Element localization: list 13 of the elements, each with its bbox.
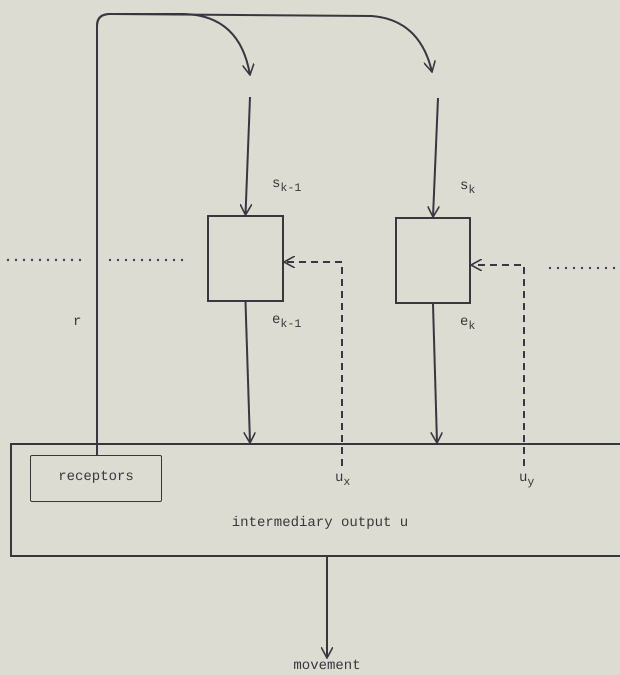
dashed-arrow	[283, 255, 343, 466]
arrow	[242, 302, 256, 444]
arrow	[320, 557, 334, 659]
arrow	[430, 304, 444, 444]
arrow	[239, 96, 253, 216]
output-box	[10, 443, 620, 557]
arrow	[426, 98, 440, 218]
block-box	[395, 217, 471, 304]
output-label: movement	[277, 658, 377, 675]
dashed-arrow	[470, 258, 525, 466]
receptors-box: receptors	[30, 455, 162, 502]
box-title: intermediary output u	[232, 515, 408, 531]
block-box	[207, 215, 284, 302]
